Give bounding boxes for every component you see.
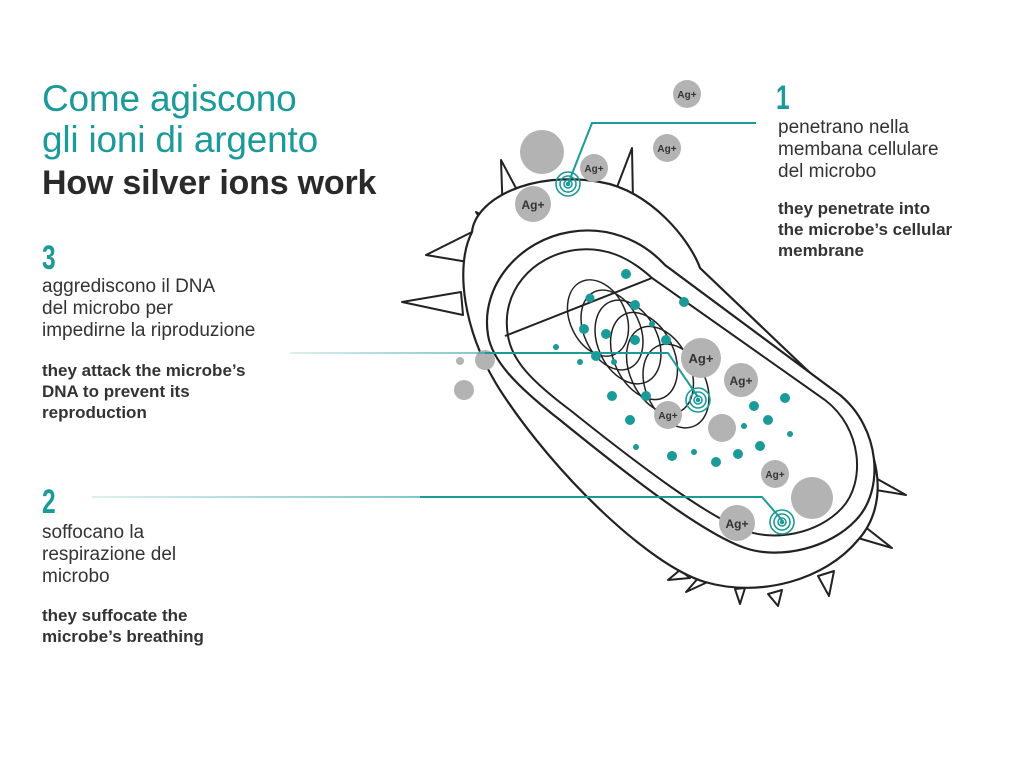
title-english: How silver ions work xyxy=(42,164,377,202)
coil-ring xyxy=(566,279,630,357)
teal-dot xyxy=(630,335,640,345)
teal-dot xyxy=(625,415,635,425)
teal-dot xyxy=(711,457,721,467)
step-3-english-text: they attack the microbe’s DNA to prevent… xyxy=(42,360,245,423)
ion-ag-3: Ag+ xyxy=(580,154,608,182)
gray-particle xyxy=(708,414,736,442)
teal-dot xyxy=(787,431,793,437)
teal-dot xyxy=(641,391,651,401)
teal-dot xyxy=(741,423,747,429)
step-3-italian-text: aggrediscono il DNA del microbo per impe… xyxy=(42,276,255,342)
coil-ring xyxy=(609,311,679,401)
step-3-italian-line: impedirne la riproduzione xyxy=(42,320,256,341)
gray-particle xyxy=(454,380,474,400)
pointer-line-step-1 xyxy=(567,122,756,185)
gray-particles xyxy=(454,130,833,519)
ion-label: Ag+ xyxy=(725,517,748,531)
ion-ag-4: Ag+ xyxy=(515,186,551,222)
teal-dot xyxy=(607,391,617,401)
gray-particle xyxy=(475,350,495,370)
title-italian-line-2: gli ioni di argento xyxy=(42,119,318,160)
ion-ag-1: Ag+ xyxy=(673,80,701,108)
spiral-step-2 xyxy=(769,509,795,535)
cytoplasm-outline xyxy=(505,248,859,537)
teal-dot xyxy=(661,335,671,345)
cut-line xyxy=(504,277,653,337)
spiral-center-dot xyxy=(695,397,701,403)
step-3-number: 3 xyxy=(42,239,56,277)
teal-dot xyxy=(577,359,583,365)
ion-label: Ag+ xyxy=(521,198,544,212)
teal-dot xyxy=(633,444,639,450)
ion-label: Ag+ xyxy=(765,470,784,481)
ion-ag-8: Ag+ xyxy=(761,460,789,488)
step-2-italian-line: respirazione del xyxy=(42,544,177,565)
ion-ag-7: Ag+ xyxy=(654,401,682,429)
ion-label: Ag+ xyxy=(729,374,752,388)
teal-dot xyxy=(649,321,655,327)
step-2-italian-line: microbo xyxy=(42,566,110,587)
step-2-italian-line: soffocano la xyxy=(42,522,145,543)
teal-dots xyxy=(553,269,793,467)
gray-particle xyxy=(791,477,833,519)
spike xyxy=(734,587,746,605)
step-1-italian-line: membana cellulare xyxy=(778,139,939,160)
step-1-italian-text: penetrano nella membana cellulare del mi… xyxy=(778,117,939,183)
teal-dot xyxy=(763,415,773,425)
ion-label: Ag+ xyxy=(689,351,714,366)
spike xyxy=(817,570,835,597)
step-3-italian-line: aggrediscono il DNA xyxy=(42,276,216,297)
teal-dot xyxy=(755,441,765,451)
teal-dot xyxy=(553,344,559,350)
ion-label: Ag+ xyxy=(658,411,677,422)
teal-dot xyxy=(611,359,617,365)
teal-dot xyxy=(679,297,689,307)
step-3-english-line: reproduction xyxy=(42,403,147,422)
ion-label: Ag+ xyxy=(677,90,696,101)
spike xyxy=(401,291,464,316)
gray-particle xyxy=(456,357,464,365)
ion-label: Ag+ xyxy=(657,144,676,155)
teal-dot xyxy=(667,451,677,461)
teal-dot xyxy=(579,324,589,334)
spiral-step-1 xyxy=(555,171,581,197)
teal-dot xyxy=(749,401,759,411)
step-2-english-text: they suffocate the microbe’s breathing xyxy=(42,605,204,647)
step-1-english-text: they penetrate into the microbe’s cellul… xyxy=(778,198,952,261)
spike xyxy=(767,589,783,607)
teal-dot xyxy=(630,300,640,310)
step-1-italian-line: penetrano nella xyxy=(778,117,909,138)
ion-ag-6: Ag+ xyxy=(724,363,758,397)
teal-dot xyxy=(733,449,743,459)
ion-ag-9: Ag+ xyxy=(719,505,755,541)
title-italian: Come agiscono gli ioni di argento xyxy=(42,78,318,160)
step-1-italian-line: del microbo xyxy=(778,161,877,182)
teal-dot xyxy=(691,449,697,455)
step-1-english-line: they penetrate into xyxy=(778,199,931,218)
teal-dot xyxy=(585,293,595,303)
step-3-english-line: DNA to prevent its xyxy=(42,382,190,401)
ion-label: Ag+ xyxy=(584,164,603,175)
step-3-italian-line: del microbo per xyxy=(42,298,173,319)
teal-dot xyxy=(780,393,790,403)
step-1-english-line: the microbe’s cellular xyxy=(778,220,953,239)
step-1-english-line: membrane xyxy=(778,241,864,260)
teal-dot xyxy=(621,269,631,279)
gray-particle xyxy=(520,130,564,174)
step-2-english-line: microbe’s breathing xyxy=(42,627,204,646)
spiral-center-dot xyxy=(565,181,571,187)
title-italian-line-1: Come agiscono xyxy=(42,78,297,119)
ion-ag-2: Ag+ xyxy=(653,134,681,162)
coil-ring xyxy=(580,289,644,371)
step-1-number: 1 xyxy=(776,79,790,117)
step-2-english-line: they suffocate the xyxy=(42,606,188,625)
ion-ag-5: Ag+ xyxy=(681,338,721,378)
teal-dot xyxy=(601,329,611,339)
spiral-step-3 xyxy=(685,387,711,413)
step-3-english-line: they attack the microbe’s xyxy=(42,361,246,380)
step-2-number: 2 xyxy=(42,483,56,521)
spiral-center-dot xyxy=(779,519,785,525)
step-2-italian-text: soffocano la respirazione del microbo xyxy=(42,522,176,588)
